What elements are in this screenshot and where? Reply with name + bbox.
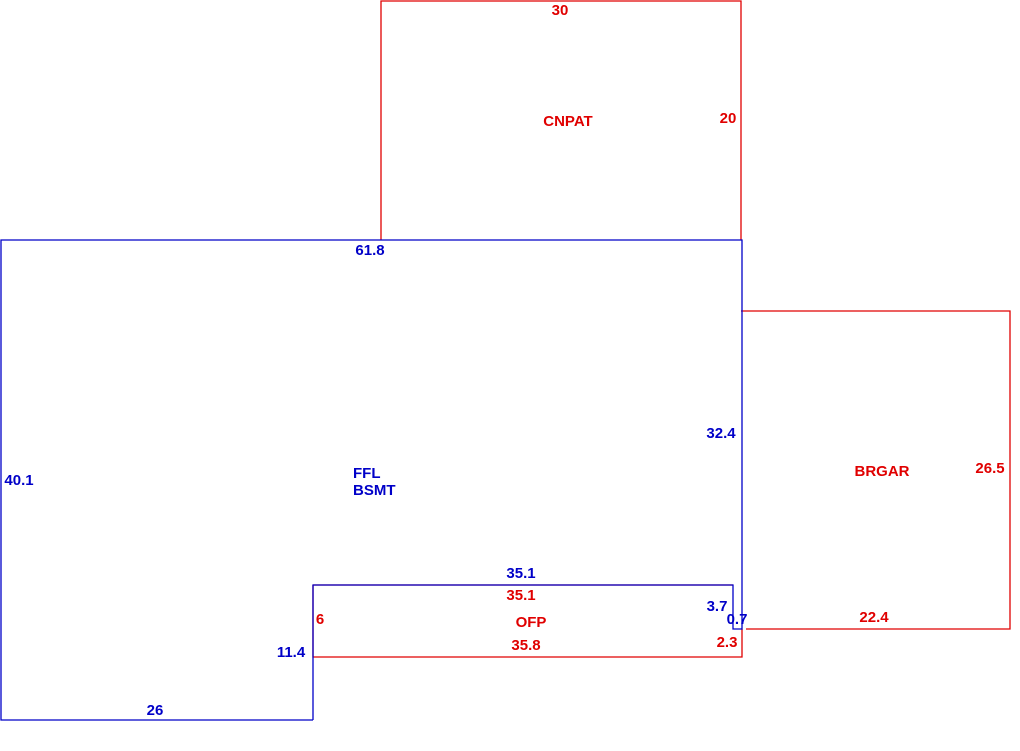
brgar-outline: [741, 310, 1011, 630]
ofp-label: OFP: [516, 614, 547, 631]
cnpat-label: CNPAT: [543, 113, 592, 130]
main-dim-inner-right: 3.7: [707, 598, 728, 615]
ofp-dim-left: 6: [316, 611, 324, 628]
main-outline: [0, 239, 743, 721]
main-dim-bottom: 26: [147, 702, 164, 719]
ofp-area: OFP 35.1 6 35.8 2.3: [312, 584, 743, 658]
cnpat-dim-right: 20: [720, 110, 737, 127]
brgar-area: BRGAR 26.5 22.4: [741, 310, 1011, 630]
main-dim-right: 32.4: [706, 425, 736, 442]
main-label-line2: BSMT: [353, 482, 396, 499]
brgar-dim-right: 26.5: [975, 460, 1004, 477]
brgar-label: BRGAR: [855, 463, 910, 480]
ofp-dim-bottom: 35.8: [511, 637, 540, 654]
ofp-dim-top: 35.1: [506, 587, 535, 604]
main-dim-inner-top: 35.1: [506, 565, 535, 582]
brgar-dim-bottom: 22.4: [859, 609, 889, 626]
main-dim-step: 11.4: [277, 644, 306, 661]
main-label-line1: FFL: [353, 465, 381, 482]
main-area: FFL BSMT 61.8 40.1 32.4 26 11.4 35.1 3.7…: [0, 239, 748, 721]
main-dim-left: 40.1: [4, 472, 33, 489]
cnpat-area: CNPAT 30 20: [380, 0, 742, 240]
main-dim-jog: 0.7: [727, 611, 748, 628]
ofp-dim-right: 2.3: [717, 634, 738, 651]
cnpat-dim-top: 30: [552, 2, 569, 19]
main-dim-top: 61.8: [355, 242, 384, 259]
cnpat-outline: [380, 0, 742, 240]
